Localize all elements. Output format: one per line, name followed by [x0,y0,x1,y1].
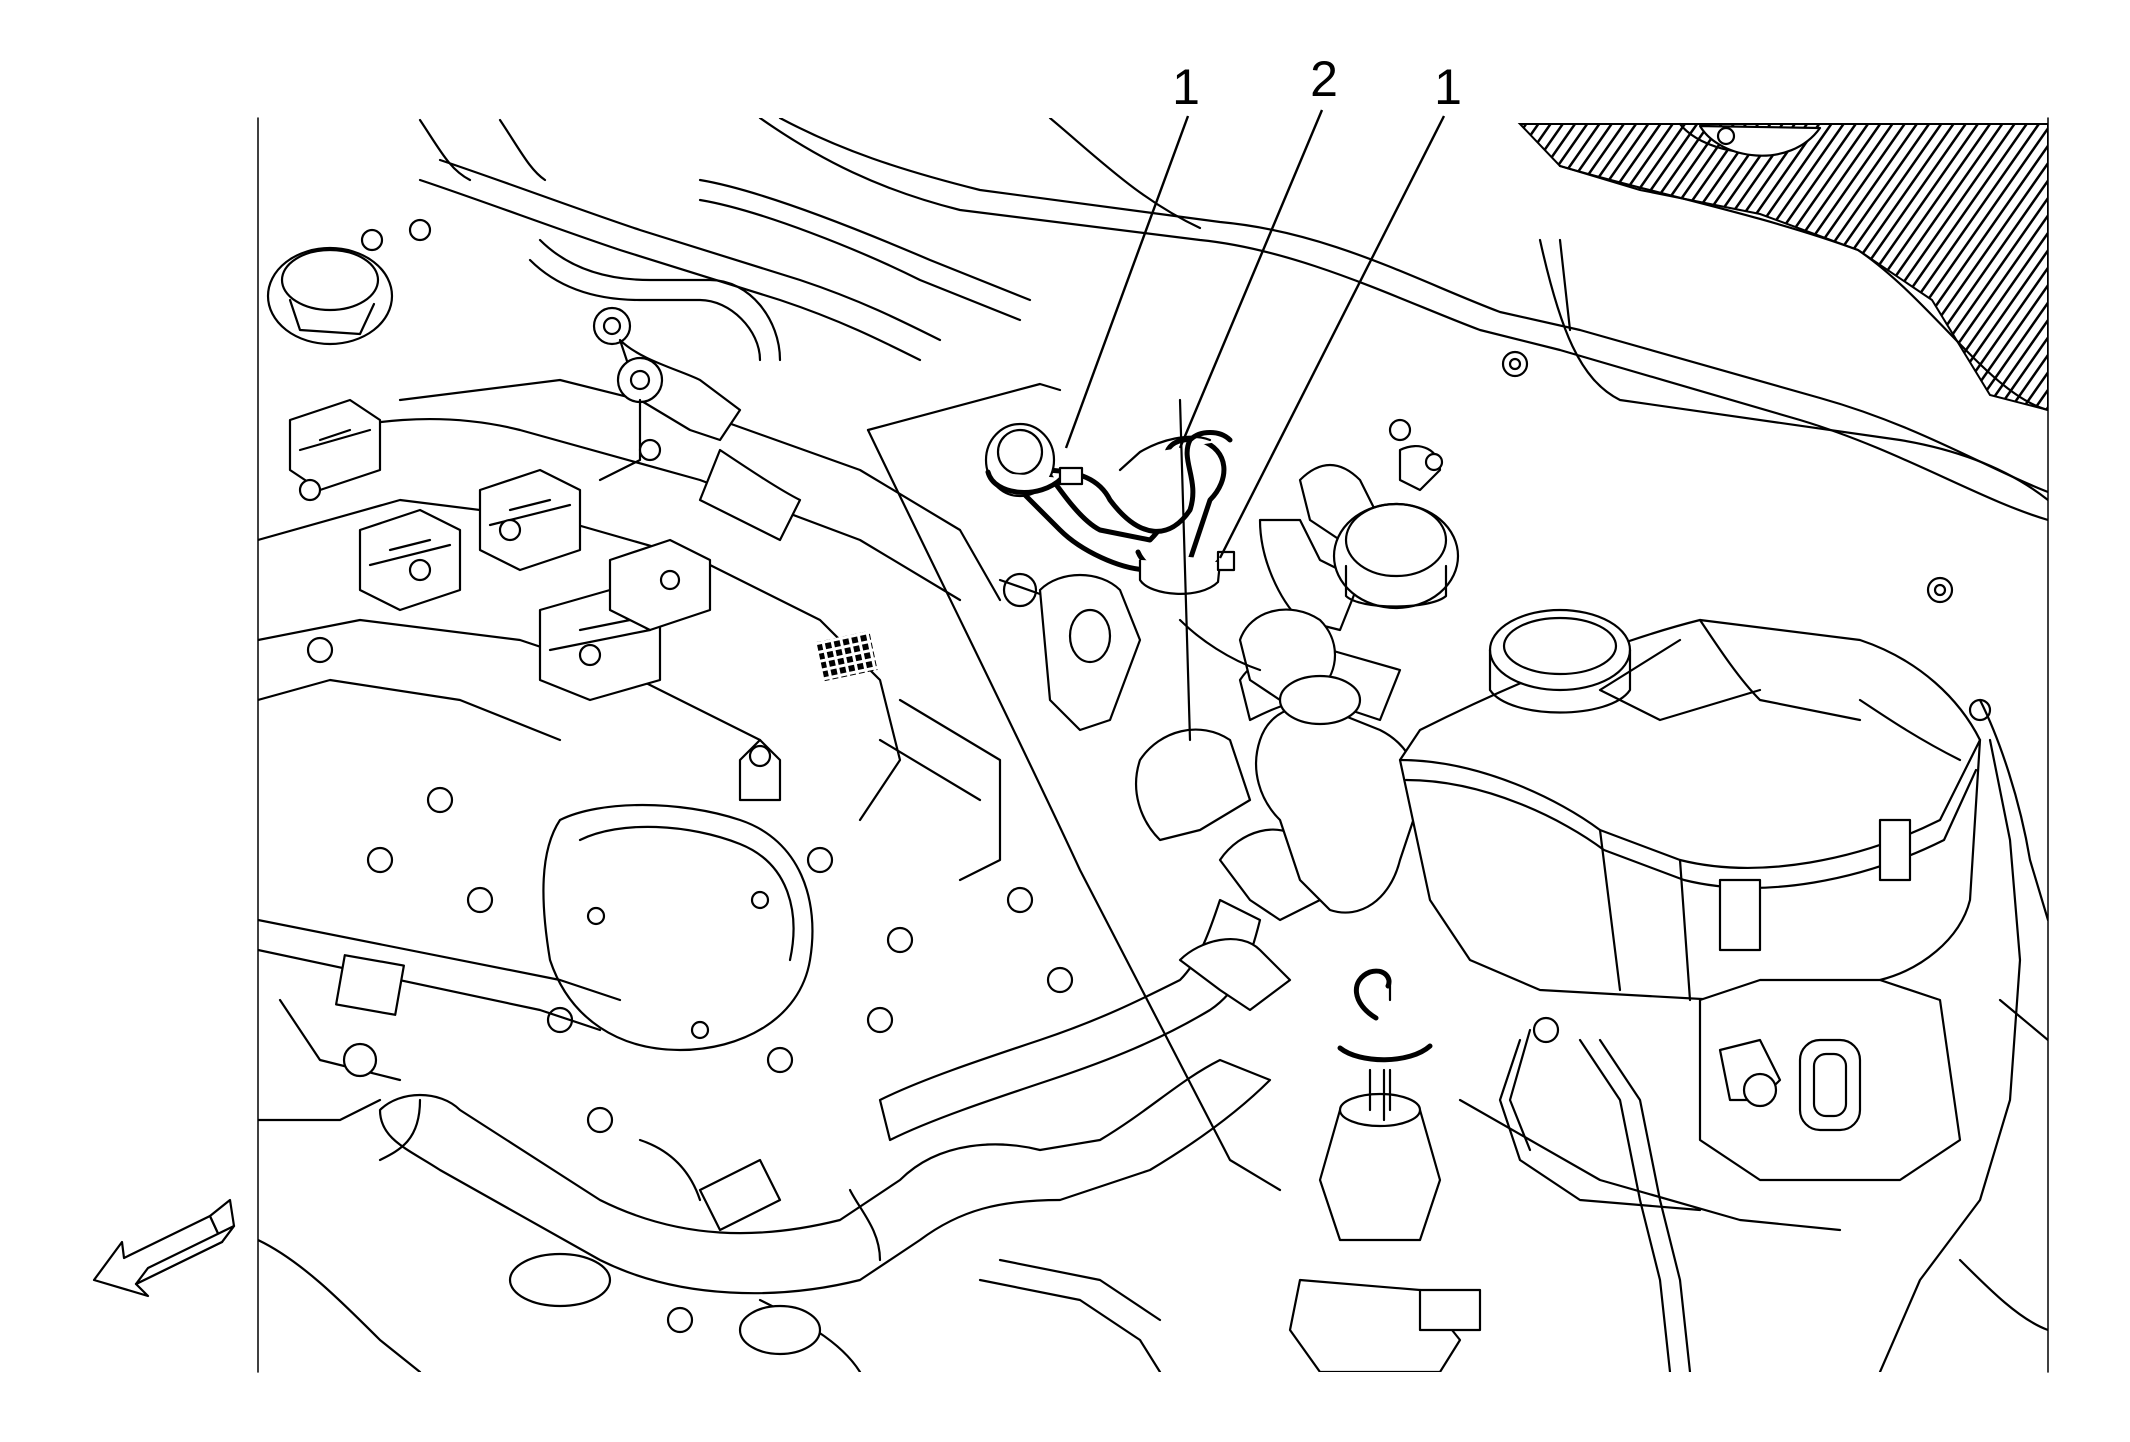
coolant-reservoir [1398,608,1982,1002]
callout-label-1-lower: 1 [1434,59,1462,115]
lower-heater-hose [378,1058,1272,1295]
brake-fluid-cap [1332,445,1460,610]
engine-illustration [258,118,2048,1372]
exploded-view-outline-right [1178,398,1192,742]
fuel-rail [258,918,622,1122]
heater-hoses-center [1135,464,1422,914]
exploded-view-outline-left [866,428,1282,1192]
hose-clamp-upper [984,422,1084,498]
valve-cover [258,378,1002,882]
ignition-coils [288,398,712,702]
right-side-rail [1878,698,2048,1372]
upper-body-panel [758,118,2048,604]
upper-hoses [418,118,1032,362]
hose-clamp-lower [1135,549,1236,595]
oil-cap [266,218,432,346]
exploded-clamp [1337,968,1433,1122]
lower-engine-components [258,1068,1482,1372]
callout-label-1-upper: 1 [1172,59,1200,115]
vacuum-pump [542,738,814,1052]
brake-module-bracket [1458,978,1962,1372]
hose-bracket [998,572,1142,732]
callout-leader-1-upper [1064,115,1190,449]
radiator-grille-hatch [1517,122,2048,412]
callout-group: 1 2 1 [1064,51,1462,559]
intake-components [592,306,802,542]
exploded-view-outline-top [866,382,1062,432]
front-direction-arrow-icon [92,1198,236,1298]
callout-leader-1-lower [1218,115,1446,559]
callout-leader-2 [1178,109,1324,449]
callout-label-2: 2 [1310,51,1338,107]
